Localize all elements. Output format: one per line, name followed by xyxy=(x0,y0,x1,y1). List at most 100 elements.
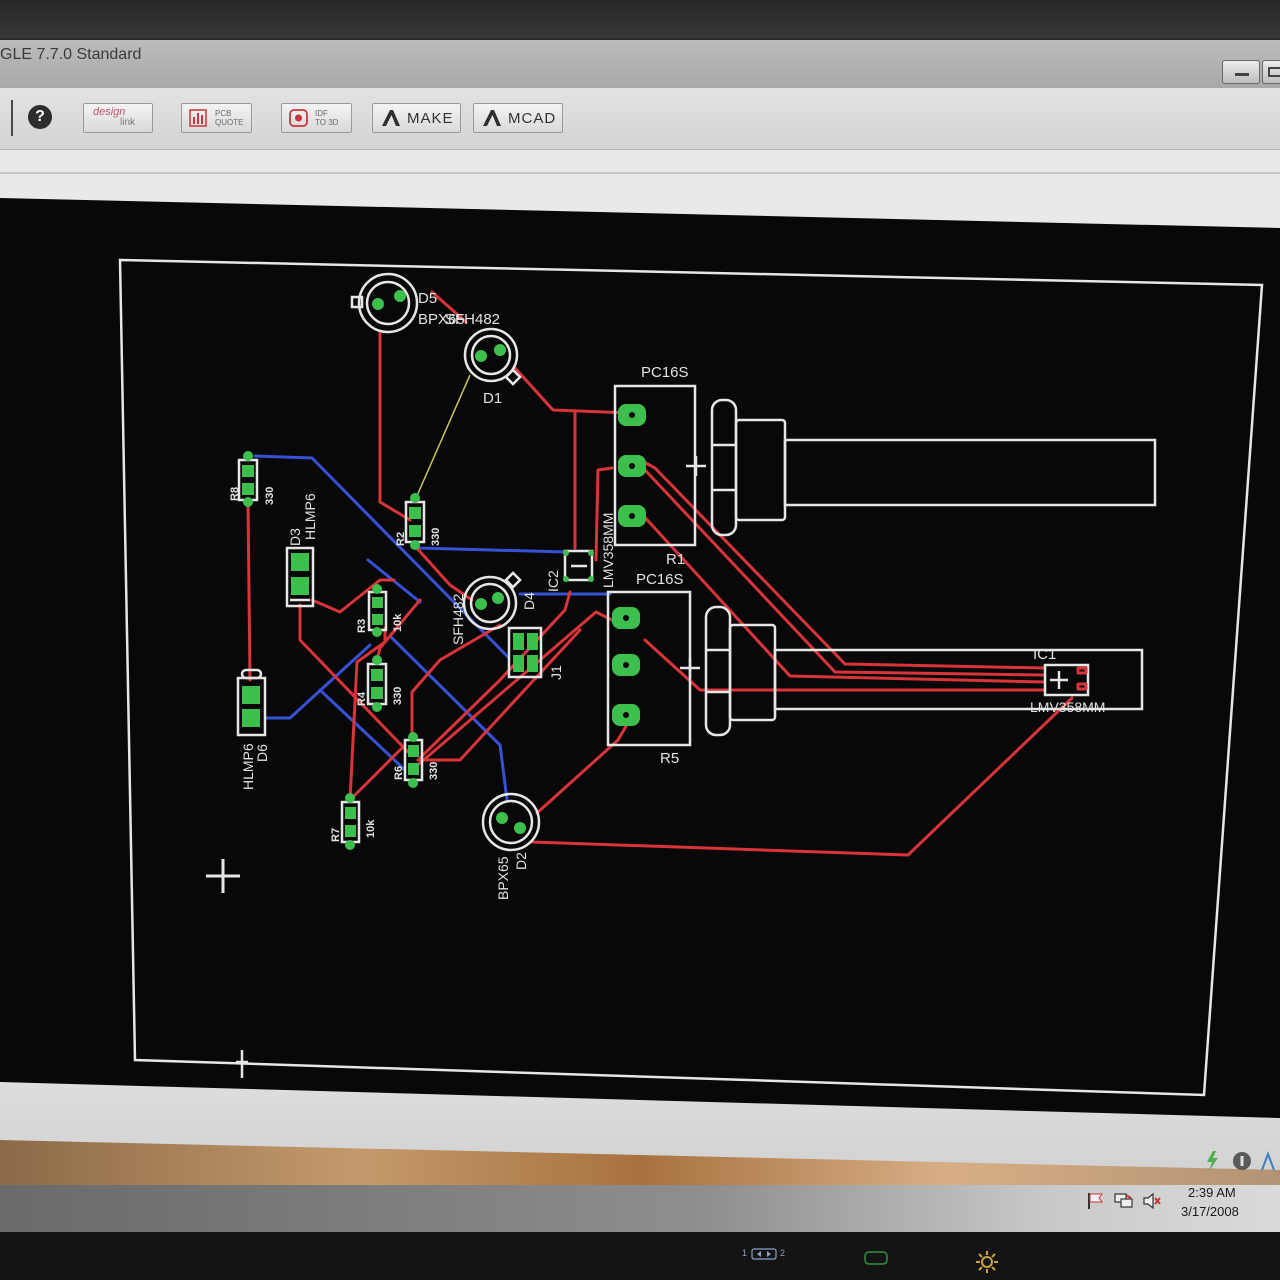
pad[interactable] xyxy=(243,451,253,461)
component-d2[interactable] xyxy=(481,792,541,852)
component-d5[interactable] xyxy=(350,272,419,334)
trace-top-layer[interactable] xyxy=(348,626,387,802)
canvas-background[interactable] xyxy=(0,198,1280,1118)
input-switch-icon[interactable] xyxy=(751,1248,777,1260)
maximize-button[interactable] xyxy=(1262,60,1280,84)
pad[interactable] xyxy=(372,655,382,665)
pad[interactable] xyxy=(345,793,355,803)
trace-bottom-layer[interactable] xyxy=(318,688,407,772)
trace-top-layer[interactable] xyxy=(638,510,1047,684)
clock-date[interactable]: 3/17/2008 xyxy=(1181,1204,1239,1219)
trace-bottom-layer[interactable] xyxy=(416,546,568,554)
trace-top-layer[interactable] xyxy=(513,366,632,415)
mcad-button[interactable]: MCAD xyxy=(473,103,563,133)
trace-bottom-layer[interactable] xyxy=(388,634,509,802)
component-r5[interactable] xyxy=(606,590,1144,747)
pad[interactable] xyxy=(372,584,382,594)
pad[interactable] xyxy=(527,633,538,650)
pad[interactable] xyxy=(514,822,526,834)
pad[interactable] xyxy=(409,507,421,519)
component-r3[interactable] xyxy=(367,584,388,637)
pad[interactable] xyxy=(410,540,420,550)
pad[interactable] xyxy=(563,576,569,582)
component-d4[interactable] xyxy=(462,571,522,631)
pad[interactable] xyxy=(394,290,406,302)
pad[interactable] xyxy=(345,807,356,819)
pad[interactable] xyxy=(588,550,594,556)
pad[interactable] xyxy=(242,483,254,495)
network-icon[interactable] xyxy=(1114,1192,1134,1210)
trace-top-layer[interactable] xyxy=(350,743,407,800)
component-d1[interactable] xyxy=(463,327,522,386)
minimize-button[interactable] xyxy=(1222,60,1260,84)
power-icon[interactable] xyxy=(1207,1151,1218,1171)
component-d3[interactable] xyxy=(285,546,315,608)
pad[interactable] xyxy=(410,493,420,503)
component-r7[interactable] xyxy=(340,793,361,850)
pad[interactable] xyxy=(563,550,569,556)
pad[interactable] xyxy=(409,525,421,537)
trace-top-layer[interactable] xyxy=(410,610,614,772)
flag-icon[interactable] xyxy=(1085,1192,1105,1210)
pad[interactable] xyxy=(372,597,383,608)
trace-bottom-layer[interactable] xyxy=(253,454,510,659)
pad[interactable] xyxy=(291,577,309,595)
trace-top-layer[interactable] xyxy=(643,638,1047,692)
help-icon[interactable]: ? xyxy=(28,105,52,129)
pad[interactable] xyxy=(372,702,382,712)
pad[interactable] xyxy=(408,745,419,757)
component-r4[interactable] xyxy=(366,655,388,712)
pad[interactable] xyxy=(475,350,487,362)
component-ic1[interactable] xyxy=(1043,663,1090,697)
component-d6[interactable] xyxy=(236,668,267,737)
pad[interactable] xyxy=(408,778,418,788)
pad[interactable] xyxy=(492,592,504,604)
pad[interactable] xyxy=(291,553,309,571)
pad[interactable] xyxy=(372,627,382,637)
component-r2[interactable] xyxy=(404,493,426,550)
pad[interactable] xyxy=(475,598,487,610)
pad[interactable] xyxy=(345,840,355,850)
component-r1[interactable] xyxy=(613,384,1157,547)
trace-top-layer[interactable] xyxy=(638,458,1047,670)
clock-time[interactable]: 2:39 AM xyxy=(1188,1185,1236,1200)
idf-to-3d-button[interactable]: IDF TO 3D xyxy=(281,103,352,133)
make-button[interactable]: MAKE xyxy=(372,103,461,133)
trace-top-layer[interactable] xyxy=(530,696,1074,857)
trace-top-layer[interactable] xyxy=(410,623,502,740)
pad[interactable] xyxy=(372,298,384,310)
airwire[interactable] xyxy=(415,374,471,499)
pad[interactable] xyxy=(372,614,383,625)
pad[interactable] xyxy=(242,709,260,727)
pad[interactable] xyxy=(371,687,383,699)
trace-top-layer[interactable] xyxy=(378,331,412,522)
pad[interactable] xyxy=(345,825,356,837)
pad[interactable] xyxy=(243,497,253,507)
pcb-quote-button[interactable]: PCB QUOTE xyxy=(181,103,252,133)
component-j1[interactable] xyxy=(507,626,543,679)
pad[interactable] xyxy=(408,763,419,775)
pad[interactable] xyxy=(513,633,524,650)
trace-top-layer[interactable] xyxy=(643,468,1047,677)
pad[interactable] xyxy=(371,669,383,681)
trace-top-layer[interactable] xyxy=(594,466,614,562)
pad[interactable] xyxy=(496,812,508,824)
brightness-icon[interactable] xyxy=(975,1250,999,1274)
pad[interactable] xyxy=(494,344,506,356)
board-outline[interactable] xyxy=(118,258,1264,1097)
pad[interactable] xyxy=(588,576,594,582)
volume-icon[interactable] xyxy=(1142,1192,1162,1210)
pad[interactable] xyxy=(513,655,524,672)
power-led-icon[interactable] xyxy=(864,1251,888,1265)
window-titlebar[interactable]: GLE 7.7.0 Standard xyxy=(0,38,1280,88)
pad[interactable] xyxy=(408,732,418,742)
pad[interactable] xyxy=(242,465,254,477)
trace-bottom-layer[interactable] xyxy=(264,643,372,720)
pad[interactable] xyxy=(1076,666,1088,675)
trace-top-layer[interactable] xyxy=(310,578,396,614)
component-r8[interactable] xyxy=(237,451,259,507)
pad[interactable] xyxy=(527,655,538,672)
pad[interactable] xyxy=(242,686,260,704)
component-r6[interactable] xyxy=(403,732,424,788)
